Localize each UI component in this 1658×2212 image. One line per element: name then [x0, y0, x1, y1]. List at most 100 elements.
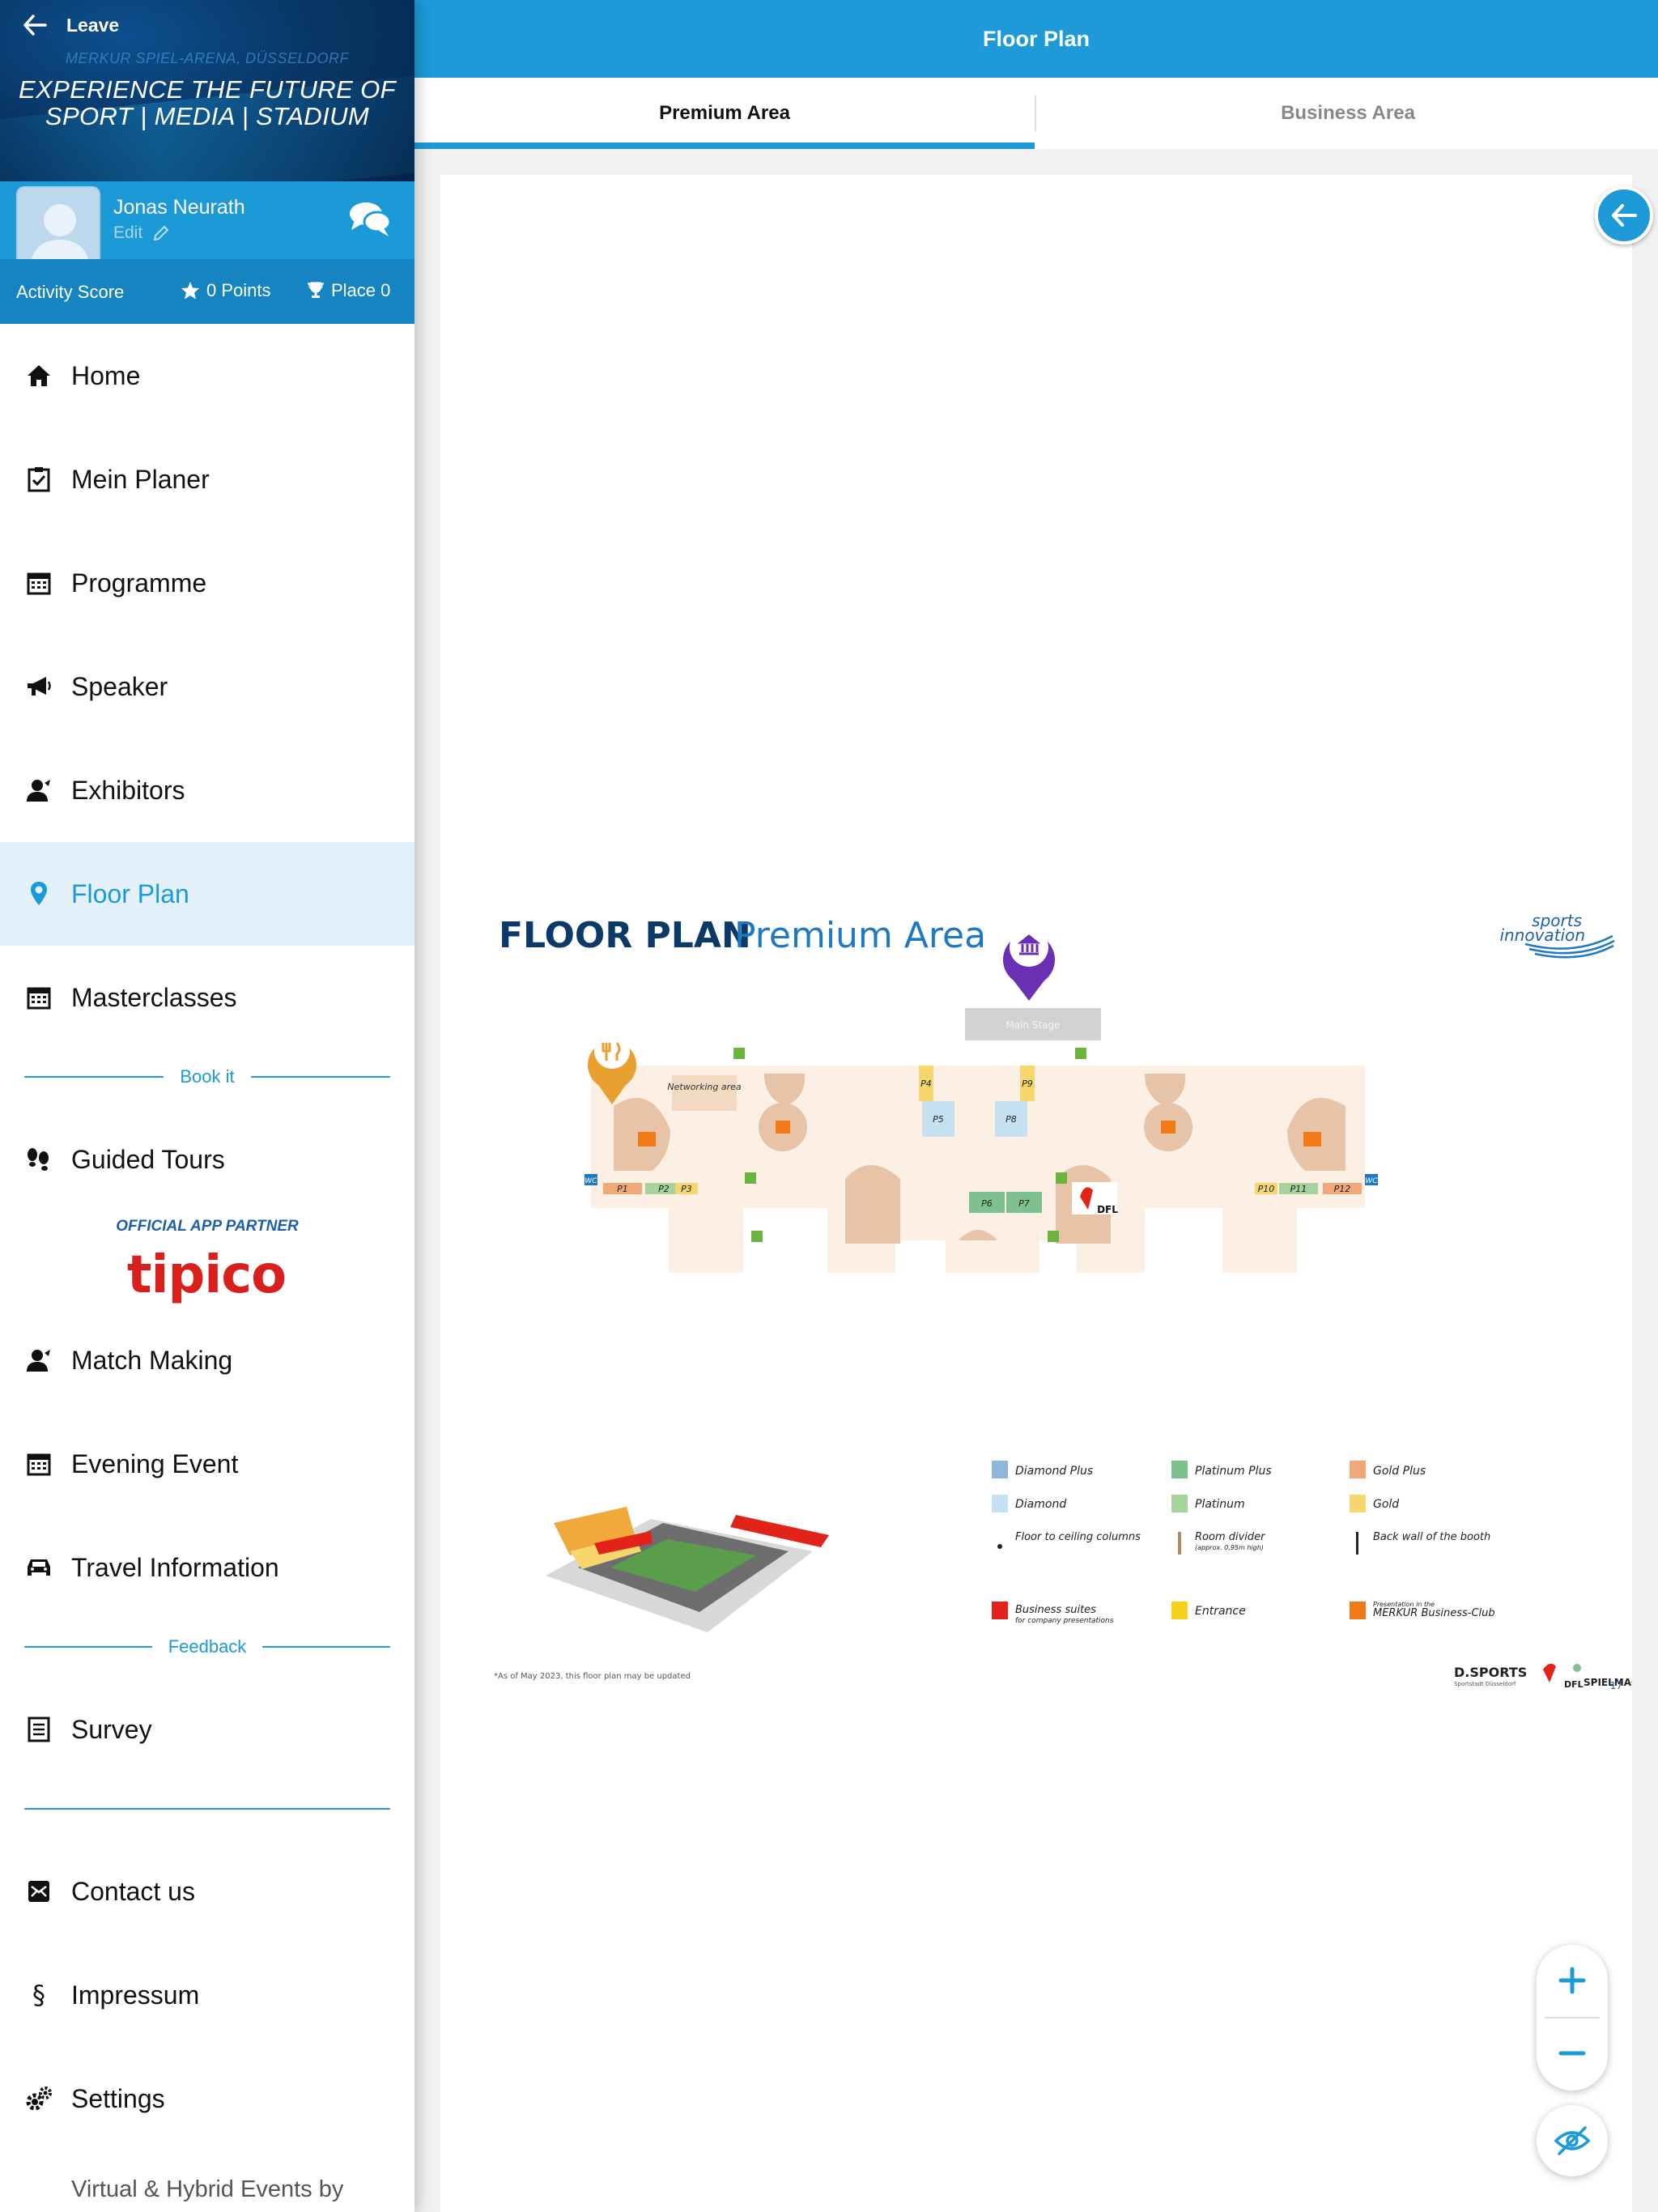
calendar-icon	[23, 981, 55, 1014]
sidebar-item-label: Floor Plan	[71, 878, 189, 908]
activity-score-bar[interactable]: Activity Score 0 Points Place 0	[0, 259, 414, 324]
dsports-subtitle: Sportstadt Düsseldorf	[1454, 1681, 1516, 1687]
trophy-icon	[308, 282, 324, 298]
leave-label: Leave	[66, 14, 120, 36]
zoom-out-button[interactable]	[1537, 2018, 1608, 2089]
sidebar-item-floor-plan[interactable]: Floor Plan	[0, 842, 414, 946]
booth-label-p7: P7	[1018, 1198, 1030, 1209]
sidebar-footer-text: Virtual & Hybrid Events by	[71, 2176, 344, 2202]
edit-profile-link[interactable]: Edit	[113, 223, 170, 243]
wc-label-left: WC	[585, 1177, 597, 1185]
user-profile: Jonas Neurath Edit	[0, 181, 414, 270]
legend-diamond-plus: Diamond Plus	[1015, 1465, 1093, 1478]
floor-plan-page[interactable]: FLOOR PLAN Premium Area sports innovatio…	[440, 175, 1658, 2212]
gears-icon	[23, 2082, 55, 2115]
arrow-left-icon	[1612, 204, 1637, 227]
booth-label-p9: P9	[1022, 1078, 1033, 1089]
pencil-icon	[153, 225, 169, 241]
sidebar-item-label: Guided Tours	[71, 1144, 225, 1174]
legend-platinum: Platinum	[1195, 1498, 1245, 1511]
cutlery-marker-right	[1303, 1132, 1321, 1146]
home-icon	[23, 359, 55, 392]
area-tabs: Premium Area Business Area	[414, 78, 1658, 149]
dfl-logo: DFL	[1564, 1679, 1584, 1690]
floor-plan-title-bold: FLOOR PLAN	[499, 915, 751, 956]
brand-sports: sports	[1532, 911, 1582, 930]
avatar[interactable]	[16, 186, 100, 270]
legend: Diamond Plus Diamond Floor to ceiling co…	[992, 1461, 1495, 1625]
zoom-controls	[1537, 1945, 1608, 2091]
sidebar-item-home[interactable]: Home	[0, 324, 414, 428]
user-name: Jonas Neurath	[113, 196, 245, 219]
edit-label: Edit	[113, 223, 143, 242]
legend-entrance: Entrance	[1195, 1605, 1246, 1618]
sidebar-item-survey[interactable]: Survey	[0, 1678, 414, 1781]
sidebar: Leave MERKUR SPIEL-ARENA, DÜSSELDORF EXP…	[0, 0, 414, 2212]
sidebar-item-exhibitors[interactable]: Exhibitors	[0, 738, 414, 842]
cutlery-marker-left	[638, 1132, 656, 1146]
sidebar-item-speaker[interactable]: Speaker	[0, 635, 414, 738]
tab-premium-area[interactable]: Premium Area	[659, 102, 790, 124]
arrow-left-icon	[23, 15, 47, 36]
dfl-booth-label: DFL	[1097, 1204, 1118, 1215]
legend-business-club-sub: Presentation in the	[1373, 1601, 1435, 1608]
sidebar-item-programme[interactable]: Programme	[0, 531, 414, 635]
page-number: 17	[1610, 1680, 1622, 1691]
banner-tagline-1: EXPERIENCE THE FUTURE OF	[18, 75, 397, 104]
official-app-partner[interactable]: OFFICIAL APP PARTNER tipico	[0, 1214, 414, 1320]
banner-tagline-2: SPORT | MEDIA | STADIUM	[45, 102, 370, 130]
people-icon	[23, 1344, 55, 1376]
svg-text:tipico: tipico	[127, 1245, 286, 1305]
tipico-logo: tipico	[127, 1245, 287, 1305]
legend-platinum-plus: Platinum Plus	[1195, 1465, 1272, 1478]
sidebar-item-travel-information[interactable]: Travel Information	[0, 1516, 414, 1619]
sidebar-item-evening-event[interactable]: Evening Event	[0, 1412, 414, 1516]
divider-book-it: Book it	[24, 1061, 391, 1093]
leave-button[interactable]: Leave	[23, 11, 119, 39]
sidebar-item-masterclasses[interactable]: Masterclasses	[0, 946, 414, 1049]
tab-business-area[interactable]: Business Area	[1281, 102, 1415, 124]
section-sign-icon: §	[23, 1979, 55, 2011]
floor-plan-viewer[interactable]: FLOOR PLAN Premium Area sports innovatio…	[414, 149, 1658, 2212]
main-stage-label: Main Stage	[1005, 1019, 1060, 1031]
sidebar-item-label: Survey	[71, 1714, 152, 1744]
sidebar-item-match-making[interactable]: Match Making	[0, 1308, 414, 1412]
plus-icon	[1558, 1967, 1586, 1994]
star-icon	[181, 282, 199, 300]
networking-label: Networking area	[667, 1082, 741, 1092]
spielmacher-logo: SPIELMACHER	[1584, 1677, 1632, 1688]
footprints-icon	[23, 1143, 55, 1176]
food-pin-icon	[588, 1033, 636, 1104]
stadium-illustration	[546, 1507, 829, 1632]
sidebar-item-impressum[interactable]: § Impressum	[0, 1943, 414, 2047]
calendar-icon	[23, 1448, 55, 1480]
sidebar-item-label: Masterclasses	[71, 982, 237, 1012]
back-button[interactable]	[1595, 186, 1653, 245]
sidebar-item-label: Settings	[71, 2083, 165, 2113]
sidebar-item-label: Exhibitors	[71, 775, 185, 805]
toggle-visibility-button[interactable]	[1537, 2105, 1608, 2176]
minus-icon	[1558, 2051, 1586, 2056]
booth-label-p1: P1	[617, 1184, 628, 1194]
chat-icon[interactable]	[348, 199, 392, 238]
list-icon	[23, 1713, 55, 1746]
legend-room-divider-sub: (approx. 0,95m high)	[1195, 1544, 1264, 1551]
sidebar-item-settings[interactable]: Settings	[0, 2047, 414, 2150]
dfl-logo-icon	[1543, 1663, 1556, 1682]
booth-label-p4: P4	[920, 1078, 932, 1089]
divider-plain	[24, 1793, 390, 1825]
zoom-in-button[interactable]	[1537, 1945, 1608, 2016]
sidebar-item-mein-planer[interactable]: Mein Planer	[0, 428, 414, 531]
person-icon	[23, 774, 55, 806]
car-icon	[23, 1551, 55, 1584]
booth-label-p5: P5	[933, 1114, 944, 1125]
place-value: Place 0	[331, 280, 391, 300]
legend-business-suites: Business suites	[1015, 1604, 1096, 1616]
sidebar-item-label: Programme	[71, 568, 207, 598]
sidebar-item-guided-tours[interactable]: Guided Tours	[0, 1108, 414, 1211]
sidebar-item-contact-us[interactable]: Contact us	[0, 1840, 414, 1943]
floor-plan-footnote: *As of May 2023, this floor plan may be …	[494, 1672, 691, 1681]
legend-gold: Gold	[1373, 1498, 1399, 1511]
sidebar-item-label: Travel Information	[71, 1552, 279, 1582]
sidebar-item-label: Impressum	[71, 1980, 200, 2010]
